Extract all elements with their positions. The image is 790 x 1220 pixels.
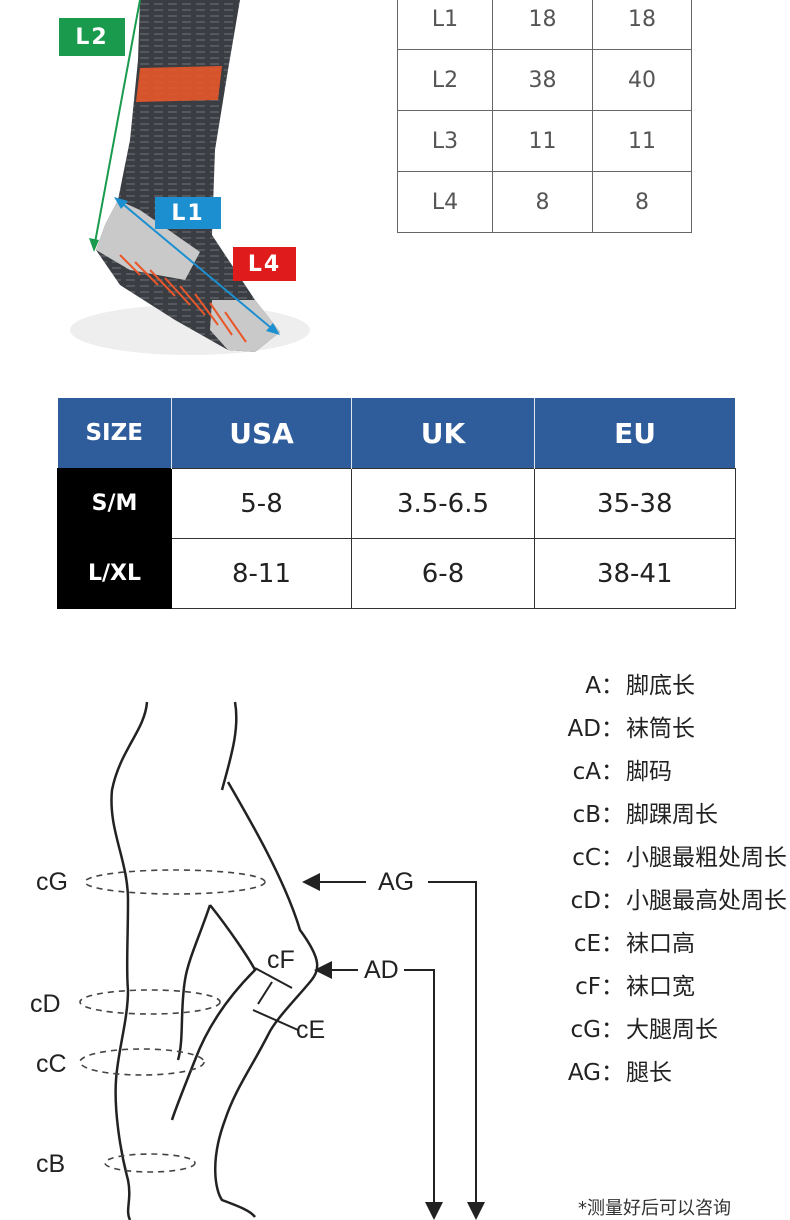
measure-label: L3 [397,110,493,172]
label-cd: cD [30,990,61,1018]
label-ad: AD [364,956,399,984]
table-row: S/M 5-8 3.5-6.5 35-38 [57,468,736,539]
legend-item: AG：腿长 [560,1057,790,1089]
legend-key: cD： [570,888,624,914]
table-header-row: SIZE USA UK EU [57,398,735,469]
legend-key: cG： [570,1017,624,1043]
header-eu: EU [534,398,735,469]
label-ce: cE [296,1016,325,1044]
legend-item: A：脚底长 [560,670,790,702]
legend-key: cB： [572,802,624,828]
legend-item: cA：脚码 [560,756,790,788]
leg-measurement-diagram: cG cD cC cB cF cE AG AD [30,701,485,1220]
legend-item: cE：袜口高 [560,928,790,960]
label-cb: cB [36,1150,65,1178]
legend-value: 小腿最粗处周长 [626,845,787,871]
size-usa: 5-8 [171,468,352,539]
length-arrows [252,881,477,1212]
measure-value: 38 [492,49,593,111]
measure-label: L2 [397,49,493,111]
circumference-markers [79,869,266,1173]
legend-item: AD：袜筒长 [560,713,790,745]
legend-item: cG：大腿周长 [560,1014,790,1046]
header-size: SIZE [57,398,172,469]
table-row: L1 18 18 [397,0,692,50]
label-ag: AG [378,868,414,896]
table-row: L4 8 8 [397,171,692,233]
legend-item: cD：小腿最高处周长 [560,885,790,917]
legend-item: cC：小腿最粗处周长 [560,842,790,874]
label-cc: cC [36,1050,67,1078]
legend-key: AD： [567,716,624,742]
label-cg: cG [36,868,68,896]
legend-value: 脚踝周长 [626,802,718,828]
sock-drawing [70,0,310,355]
arrow-heads [302,873,485,1220]
size-label: L/XL [57,538,172,609]
size-uk: 6-8 [351,538,535,609]
size-uk: 3.5-6.5 [351,468,535,539]
legend-value: 大腿周长 [626,1017,718,1043]
l1-badge: L1 [155,197,221,229]
sock-illustration: L2 L1 L4 [0,0,380,380]
measure-label: L4 [397,171,493,233]
size-eu: 35-38 [534,468,736,539]
legend-value: 袜口宽 [626,974,695,1000]
legend-key: cE： [573,931,624,957]
legend-item: cF：袜口宽 [560,971,790,1003]
legend-key: A： [585,673,624,699]
measure-value: 8 [592,171,692,233]
measure-value: 40 [592,49,692,111]
legend-key: cC： [572,845,624,871]
legend-value: 袜口高 [626,931,695,957]
l4-badge: L4 [233,247,296,281]
table-row: L/XL 8-11 6-8 38-41 [57,538,736,609]
measure-value: 11 [492,110,593,172]
measure-value: 8 [492,171,593,233]
legend-key: AG： [567,1060,624,1086]
measurement-table: L1 18 18 L2 38 40 L3 11 11 L4 8 8 [397,0,692,233]
size-eu: 38-41 [534,538,736,609]
measure-value: 18 [592,0,692,50]
legend-key: cF： [575,974,624,1000]
legend-value: 脚码 [626,759,672,785]
legend-value: 腿长 [626,1060,672,1086]
table-row: L3 11 11 [397,110,692,172]
legend-key: cA： [572,759,624,785]
size-usa: 8-11 [171,538,352,609]
legend-value: 袜筒长 [626,716,695,742]
table-row: L2 38 40 [397,49,692,111]
label-cf: cF [267,946,295,974]
measurement-legend: A：脚底长 AD：袜筒长 cA：脚码 cB：脚踝周长 cC：小腿最粗处周长 cD… [560,670,790,1100]
measure-value: 11 [592,110,692,172]
measure-value: 18 [492,0,593,50]
measure-label: L1 [397,0,493,50]
size-chart-table: SIZE USA UK EU S/M 5-8 3.5-6.5 35-38 L/X… [57,398,736,609]
legend-item: cB：脚踝周长 [560,799,790,831]
legend-value: 小腿最高处周长 [626,888,787,914]
legend-value: 脚底长 [626,673,695,699]
size-label: S/M [57,468,172,539]
header-uk: UK [351,398,535,469]
footnote: *测量好后可以咨询 [578,1198,731,1219]
l2-badge: L2 [59,18,125,56]
header-usa: USA [171,398,352,469]
